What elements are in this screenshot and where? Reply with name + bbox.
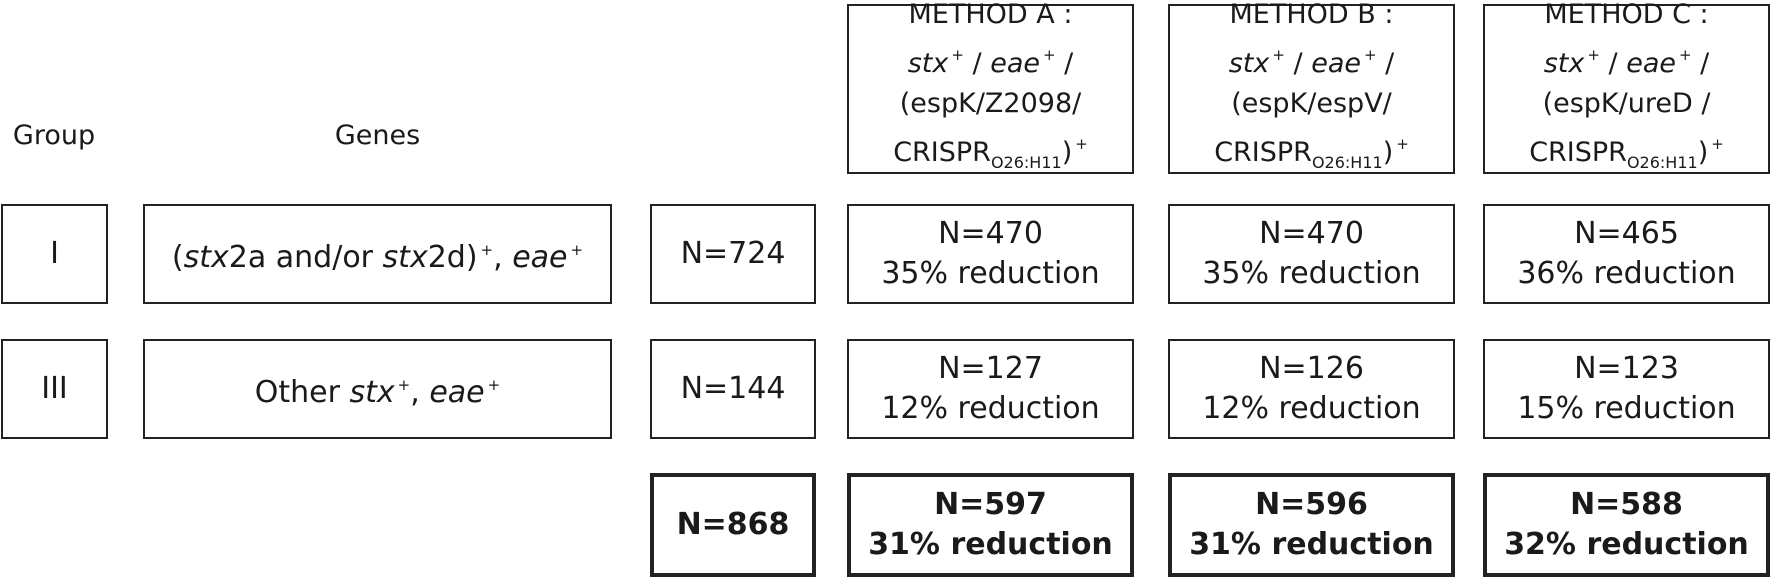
result-reduction: 35% reduction: [1202, 256, 1421, 291]
method-b-line4: CRISPRO26:H11)+: [1214, 135, 1409, 172]
result-reduction: 35% reduction: [881, 256, 1100, 291]
result-n: N=470: [938, 216, 1043, 251]
genes-row-i-text: (stx2a and/or stx2d)+, eae+: [171, 240, 584, 275]
result-reduction: 15% reduction: [1517, 391, 1736, 426]
method-c-line4: CRISPRO26:H11)+: [1529, 135, 1724, 172]
genes-header: Genes: [334, 120, 421, 151]
result-reduction: 12% reduction: [881, 391, 1100, 426]
genes-row-iii-box: Other stx+, eae+: [143, 339, 612, 439]
total-result-method-b: N=596 31% reduction: [1168, 473, 1455, 577]
result-n: N=127: [938, 351, 1043, 386]
result-row-i-method-a: N=470 35% reduction: [847, 204, 1134, 304]
method-a-line4: CRISPRO26:H11)+: [893, 135, 1088, 172]
result-row-iii-method-c: N=123 15% reduction: [1483, 339, 1770, 439]
grand-total-box: N=868: [650, 473, 816, 577]
method-c-line3: (espK/ureD /: [1542, 88, 1711, 119]
method-c-title: METHOD C :: [1544, 0, 1709, 30]
group-header: Group: [12, 120, 96, 151]
method-b-line2: stx+ / eae+ /: [1228, 46, 1395, 79]
total-row-iii: N=144: [680, 371, 786, 406]
result-n: N=470: [1259, 216, 1364, 251]
total-result-method-a: N=597 31% reduction: [847, 473, 1134, 577]
result-n: N=597: [934, 487, 1047, 522]
grand-total: N=868: [676, 507, 790, 542]
result-reduction: 12% reduction: [1202, 391, 1421, 426]
method-a-line3: (espK/Z2098/: [899, 88, 1082, 119]
group-iii-label: III: [41, 371, 68, 406]
group-i-box: I: [1, 204, 108, 304]
result-row-iii-method-a: N=127 12% reduction: [847, 339, 1134, 439]
genes-row-iii-text: Other stx+, eae+: [254, 375, 501, 410]
result-reduction: 31% reduction: [1189, 527, 1434, 562]
result-row-iii-method-b: N=126 12% reduction: [1168, 339, 1455, 439]
total-result-method-c: N=588 32% reduction: [1483, 473, 1770, 577]
group-i-label: I: [50, 236, 59, 271]
total-row-i-box: N=724: [650, 204, 816, 304]
total-row-i: N=724: [680, 236, 786, 271]
result-row-i-method-c: N=465 36% reduction: [1483, 204, 1770, 304]
result-reduction: 36% reduction: [1517, 256, 1736, 291]
result-reduction: 32% reduction: [1504, 527, 1749, 562]
result-n: N=123: [1574, 351, 1679, 386]
method-a-line2: stx+ / eae+ /: [907, 46, 1074, 79]
group-iii-box: III: [1, 339, 108, 439]
result-reduction: 31% reduction: [868, 527, 1113, 562]
method-b-title: METHOD B :: [1229, 0, 1394, 30]
method-a-title: METHOD A :: [908, 0, 1073, 30]
method-a-header: METHOD A : stx+ / eae+ / (espK/Z2098/ CR…: [847, 0, 1134, 174]
result-row-i-method-b: N=470 35% reduction: [1168, 204, 1455, 304]
method-c-line2: stx+ / eae+ /: [1543, 46, 1710, 79]
method-b-line3: (espK/espV/: [1231, 88, 1392, 119]
result-n: N=596: [1255, 487, 1368, 522]
result-n: N=126: [1259, 351, 1364, 386]
result-n: N=588: [1570, 487, 1683, 522]
method-c-header: METHOD C : stx+ / eae+ / (espK/ureD / CR…: [1483, 0, 1770, 174]
method-b-header: METHOD B : stx+ / eae+ / (espK/espV/ CRI…: [1168, 0, 1455, 174]
total-row-iii-box: N=144: [650, 339, 816, 439]
result-n: N=465: [1574, 216, 1679, 251]
genes-row-i-box: (stx2a and/or stx2d)+, eae+: [143, 204, 612, 304]
